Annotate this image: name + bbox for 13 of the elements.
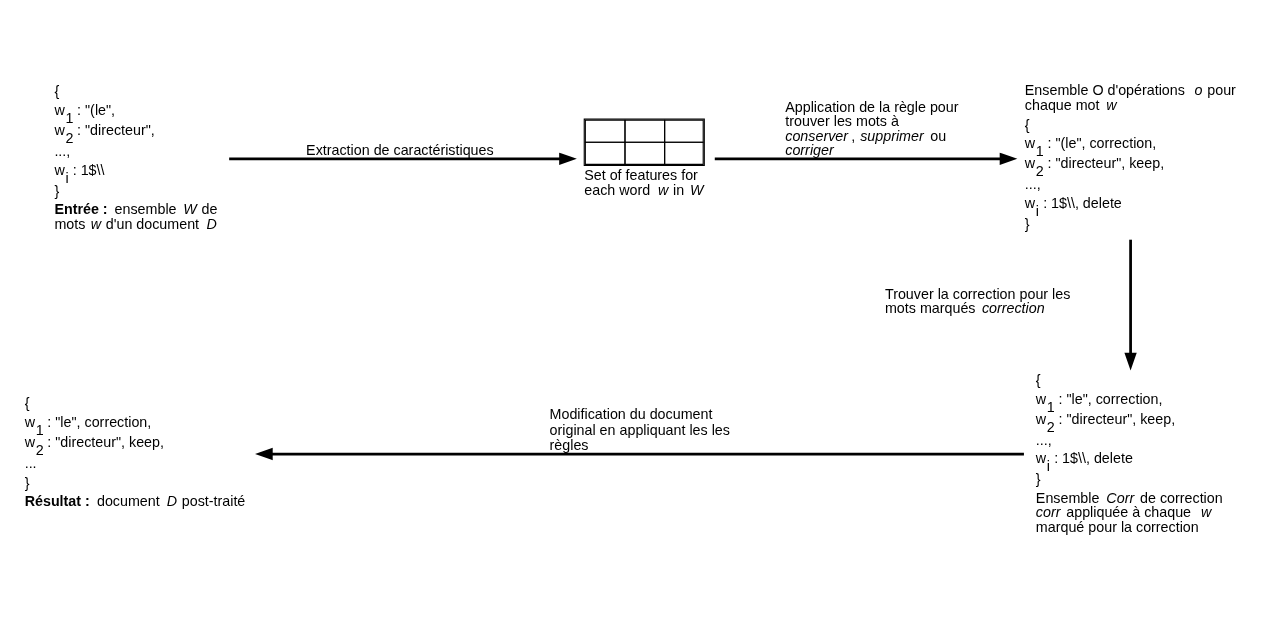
arrow <box>1124 239 1137 370</box>
arrow <box>229 152 577 165</box>
arrow <box>255 447 1024 460</box>
node-label: Ensemble Corr de correction corr appliquée à chaque w marqué pour la correction <box>1035 489 1223 535</box>
node-label: Entrée : ensemble W de mots w d'un document D <box>54 200 218 232</box>
edge-label: Trouver la correction pour les mots marqués correction <box>884 285 1071 316</box>
edge-label: Application de la règle pour trouver les mots à conserver, supprimer ou corriger <box>785 98 959 158</box>
edge-label: Extraction de caractéristiques <box>306 141 494 158</box>
edge-label: Modification du document original en appliquant les les règles <box>549 405 730 453</box>
node-label: Set of features for each word w in W <box>584 166 704 198</box>
arrow <box>714 152 1018 165</box>
node-label: Résultat : document D post-traité <box>24 492 246 509</box>
node-label: Ensemble O d'opérations o pour chaque mot w <box>1024 81 1236 113</box>
